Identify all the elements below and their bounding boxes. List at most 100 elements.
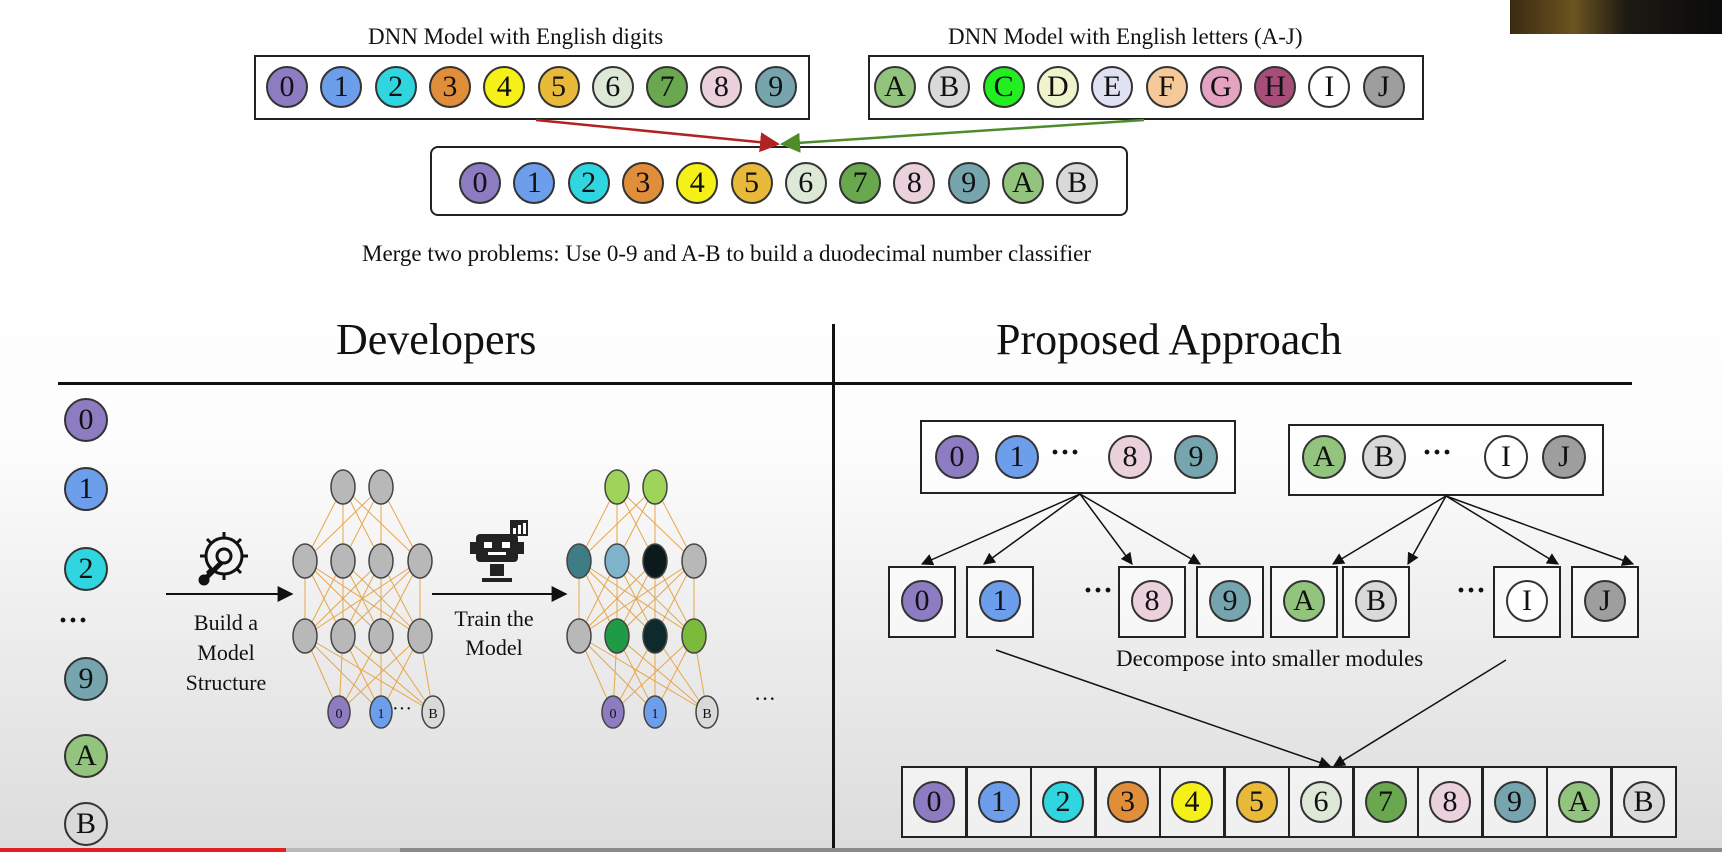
compose-arrow-left [995,649,1332,769]
untrained-net-node-2-3 [407,618,433,654]
combined-class-3: 3 [1106,781,1149,823]
dev-class-1: 1 [64,467,108,511]
combined-class-9: 9 [1493,781,1536,823]
combined-class-2: 2 [1042,781,1084,823]
decompose-arrow-digit-1 [983,493,1081,565]
digit-class-6: 6 [591,66,634,108]
video-progress-fill[interactable] [0,848,286,852]
approach-digit-9: 9 [1174,435,1218,479]
developers-heading: Developers [336,315,537,364]
trained-net-node-1-3 [681,543,707,579]
combined-class-6: 6 [1300,781,1342,823]
untrained-net-node-2-2 [368,618,394,654]
more-models-ellipsis: ··· [754,686,776,711]
digit-class-3: 3 [428,66,471,108]
trained-net-node-0-0 [604,469,630,505]
letter-class-G: G [1199,66,1242,108]
letter-class-E: E [1091,66,1134,108]
digit-class-1: 1 [320,66,363,108]
digit-class-0: 0 [266,66,308,108]
module-box-9 [1196,566,1264,638]
decompose-arrow-letter-0 [1331,495,1447,565]
train-model-label: Train the Model [454,606,534,660]
trained-net-node-1-2 [642,543,668,579]
merged-class-2: 2 [567,162,610,204]
untrained-net-output-0 [327,695,351,729]
untrained-net-node-1-0 [292,543,318,579]
digit-modules-dots: ··· [1083,574,1114,607]
trained-net-node-0-1 [642,469,668,505]
combined-class-A: A [1558,781,1600,823]
decompose-arrow-digit-3 [1079,493,1202,565]
combined-class-8: 8 [1429,781,1471,823]
merged-class-7: 7 [839,162,882,204]
untrained-net-output-label-1: 1 [378,707,385,722]
merged-class-3: 3 [621,162,664,204]
decompose-arrow-letter-1 [1407,495,1447,566]
video-progress-track[interactable] [0,848,1722,852]
merged-class-9: 9 [947,162,990,204]
approach-digit-0: 0 [935,435,979,479]
untrained-net-output-B [421,695,445,729]
gear-wrench-icon [198,532,248,586]
module-class-8: 8 [1131,580,1173,622]
digit-class-4: 4 [483,66,526,108]
untrained-net-node-2-0 [292,618,318,654]
untrained-net-node-0-1 [368,469,394,505]
trained-net-output-B [695,695,719,729]
letter-class-H: H [1254,66,1297,108]
table-header-rule [58,382,1632,385]
letters-model-title: DNN Model with English letters (A-J) [948,24,1303,49]
proposed-approach-heading: Proposed Approach [996,315,1342,364]
digit-class-2: 2 [374,66,417,108]
combined-class-B: B [1622,781,1665,823]
letter-class-C: C [982,66,1025,108]
decompose-arrow-digit-2 [1079,493,1133,565]
trained-net-output-label-B: B [702,707,711,722]
merge-caption: Merge two problems: Use 0-9 and A-B to b… [362,241,1092,266]
combined-class-5: 5 [1235,781,1278,823]
merged-class-5: 5 [730,162,773,204]
digit-class-8: 8 [700,66,743,108]
module-class-J: J [1584,580,1626,622]
untrained-net-output-label-B: B [428,707,437,722]
dev-class-A: A [64,734,108,778]
trained-net-node-1-1 [604,543,630,579]
approach-digit-1: 1 [995,435,1039,479]
combined-class-4: 4 [1171,781,1213,823]
robot-chart-icon [470,520,528,582]
digit-class-7: 7 [646,66,689,108]
approach-digit-8: 8 [1108,435,1152,479]
letter-class-D: D [1036,66,1079,108]
approach-letter-A: A [1302,435,1346,479]
trained-net-node-2-2 [642,618,668,654]
trained-net-node-2-0 [566,618,592,654]
letter-class-A: A [874,66,916,108]
combined-class-1: 1 [977,781,1020,823]
merged-class-8: 8 [893,162,936,204]
module-class-0: 0 [901,580,943,622]
presenter-webcam [1510,0,1722,34]
combined-class-7: 7 [1364,781,1407,823]
trained-net-output-label-0: 0 [610,707,617,722]
letter-class-I: I [1308,66,1351,108]
module-class-9: 9 [1209,580,1251,622]
section-divider [832,324,835,852]
trained-net-output-label-1: 1 [652,707,659,722]
trained-net-output-1 [643,695,667,729]
dev-class-B: B [64,802,108,846]
letter-class-J: J [1362,66,1405,108]
merged-class-4: 4 [676,162,719,204]
module-class-A: A [1283,580,1325,622]
dev-class-9: 9 [64,657,108,701]
merged-class-0: 0 [459,162,501,204]
untrained-net-node-1-3 [407,543,433,579]
class-list-ellipsis: ··· [58,604,89,637]
digit-class-9: 9 [754,66,797,108]
merged-class-1: 1 [513,162,556,204]
untrained-net-node-1-2 [368,543,394,579]
decompose-label: Decompose into smaller modules [1116,646,1424,671]
decompose-arrow-digit-0 [920,493,1081,566]
approach-letter-I: I [1484,435,1528,479]
